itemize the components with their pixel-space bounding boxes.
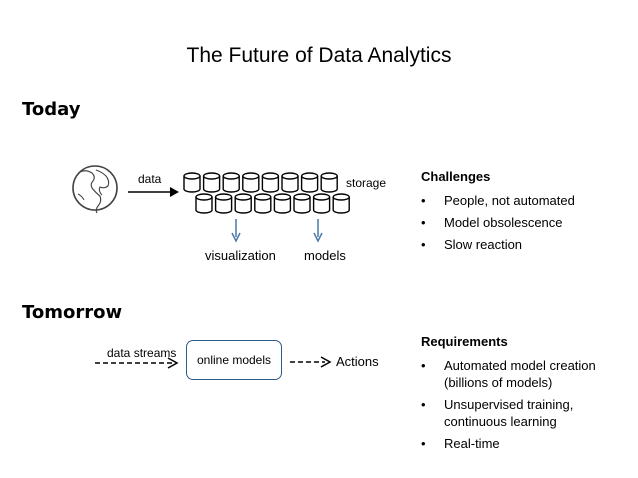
data-streams-arrow	[95, 357, 179, 369]
page-title: The Future of Data Analytics	[186, 44, 452, 67]
database-icon	[254, 193, 272, 214]
list-item: Slow reaction	[421, 236, 621, 253]
list-item: Real-time	[421, 435, 621, 452]
online-models-box: online models	[186, 340, 282, 380]
database-icon	[332, 193, 350, 214]
database-icon	[214, 193, 233, 214]
list-item: People, not automated	[421, 192, 621, 209]
data-streams-label: data streams	[107, 346, 177, 360]
database-icon	[183, 172, 201, 193]
requirements-panel: Requirements Automated model creation (b…	[421, 334, 621, 457]
database-icon	[320, 172, 338, 193]
visualization-arrow	[231, 219, 241, 243]
database-icon	[300, 172, 319, 193]
database-icon	[312, 193, 331, 214]
storage-databases	[183, 172, 350, 214]
actions-label: Actions	[336, 354, 379, 369]
visualization-label: visualization	[205, 248, 276, 263]
tomorrow-heading: Tomorrow	[22, 302, 123, 323]
database-icon	[281, 172, 299, 193]
database-icon	[202, 172, 221, 193]
list-item: Unsupervised training, continuous learni…	[421, 396, 621, 430]
requirements-list: Automated model creation (billions of mo…	[421, 357, 621, 452]
storage-label: storage	[346, 176, 387, 190]
globe-icon	[72, 165, 118, 214]
data-arrow	[128, 187, 179, 197]
challenges-list: People, not automated Model obsolescence…	[421, 192, 621, 253]
database-icon	[234, 193, 252, 214]
online-models-label: online models	[196, 353, 272, 367]
challenges-heading: Challenges	[421, 169, 491, 184]
database-icon	[222, 172, 240, 193]
challenges-panel: Challenges People, not automated Model o…	[421, 169, 621, 258]
today-heading: Today	[22, 99, 81, 120]
database-icon	[261, 172, 280, 193]
data-label: data	[138, 172, 162, 186]
database-icon	[195, 193, 213, 214]
models-arrow	[313, 219, 323, 243]
actions-arrow	[290, 356, 332, 368]
database-icon	[273, 193, 292, 214]
list-item: Automated model creation (billions of mo…	[421, 357, 621, 391]
models-label: models	[304, 248, 346, 263]
requirements-heading: Requirements	[421, 334, 508, 349]
list-item: Model obsolescence	[421, 214, 621, 231]
database-icon	[242, 172, 260, 193]
database-icon	[293, 193, 311, 214]
